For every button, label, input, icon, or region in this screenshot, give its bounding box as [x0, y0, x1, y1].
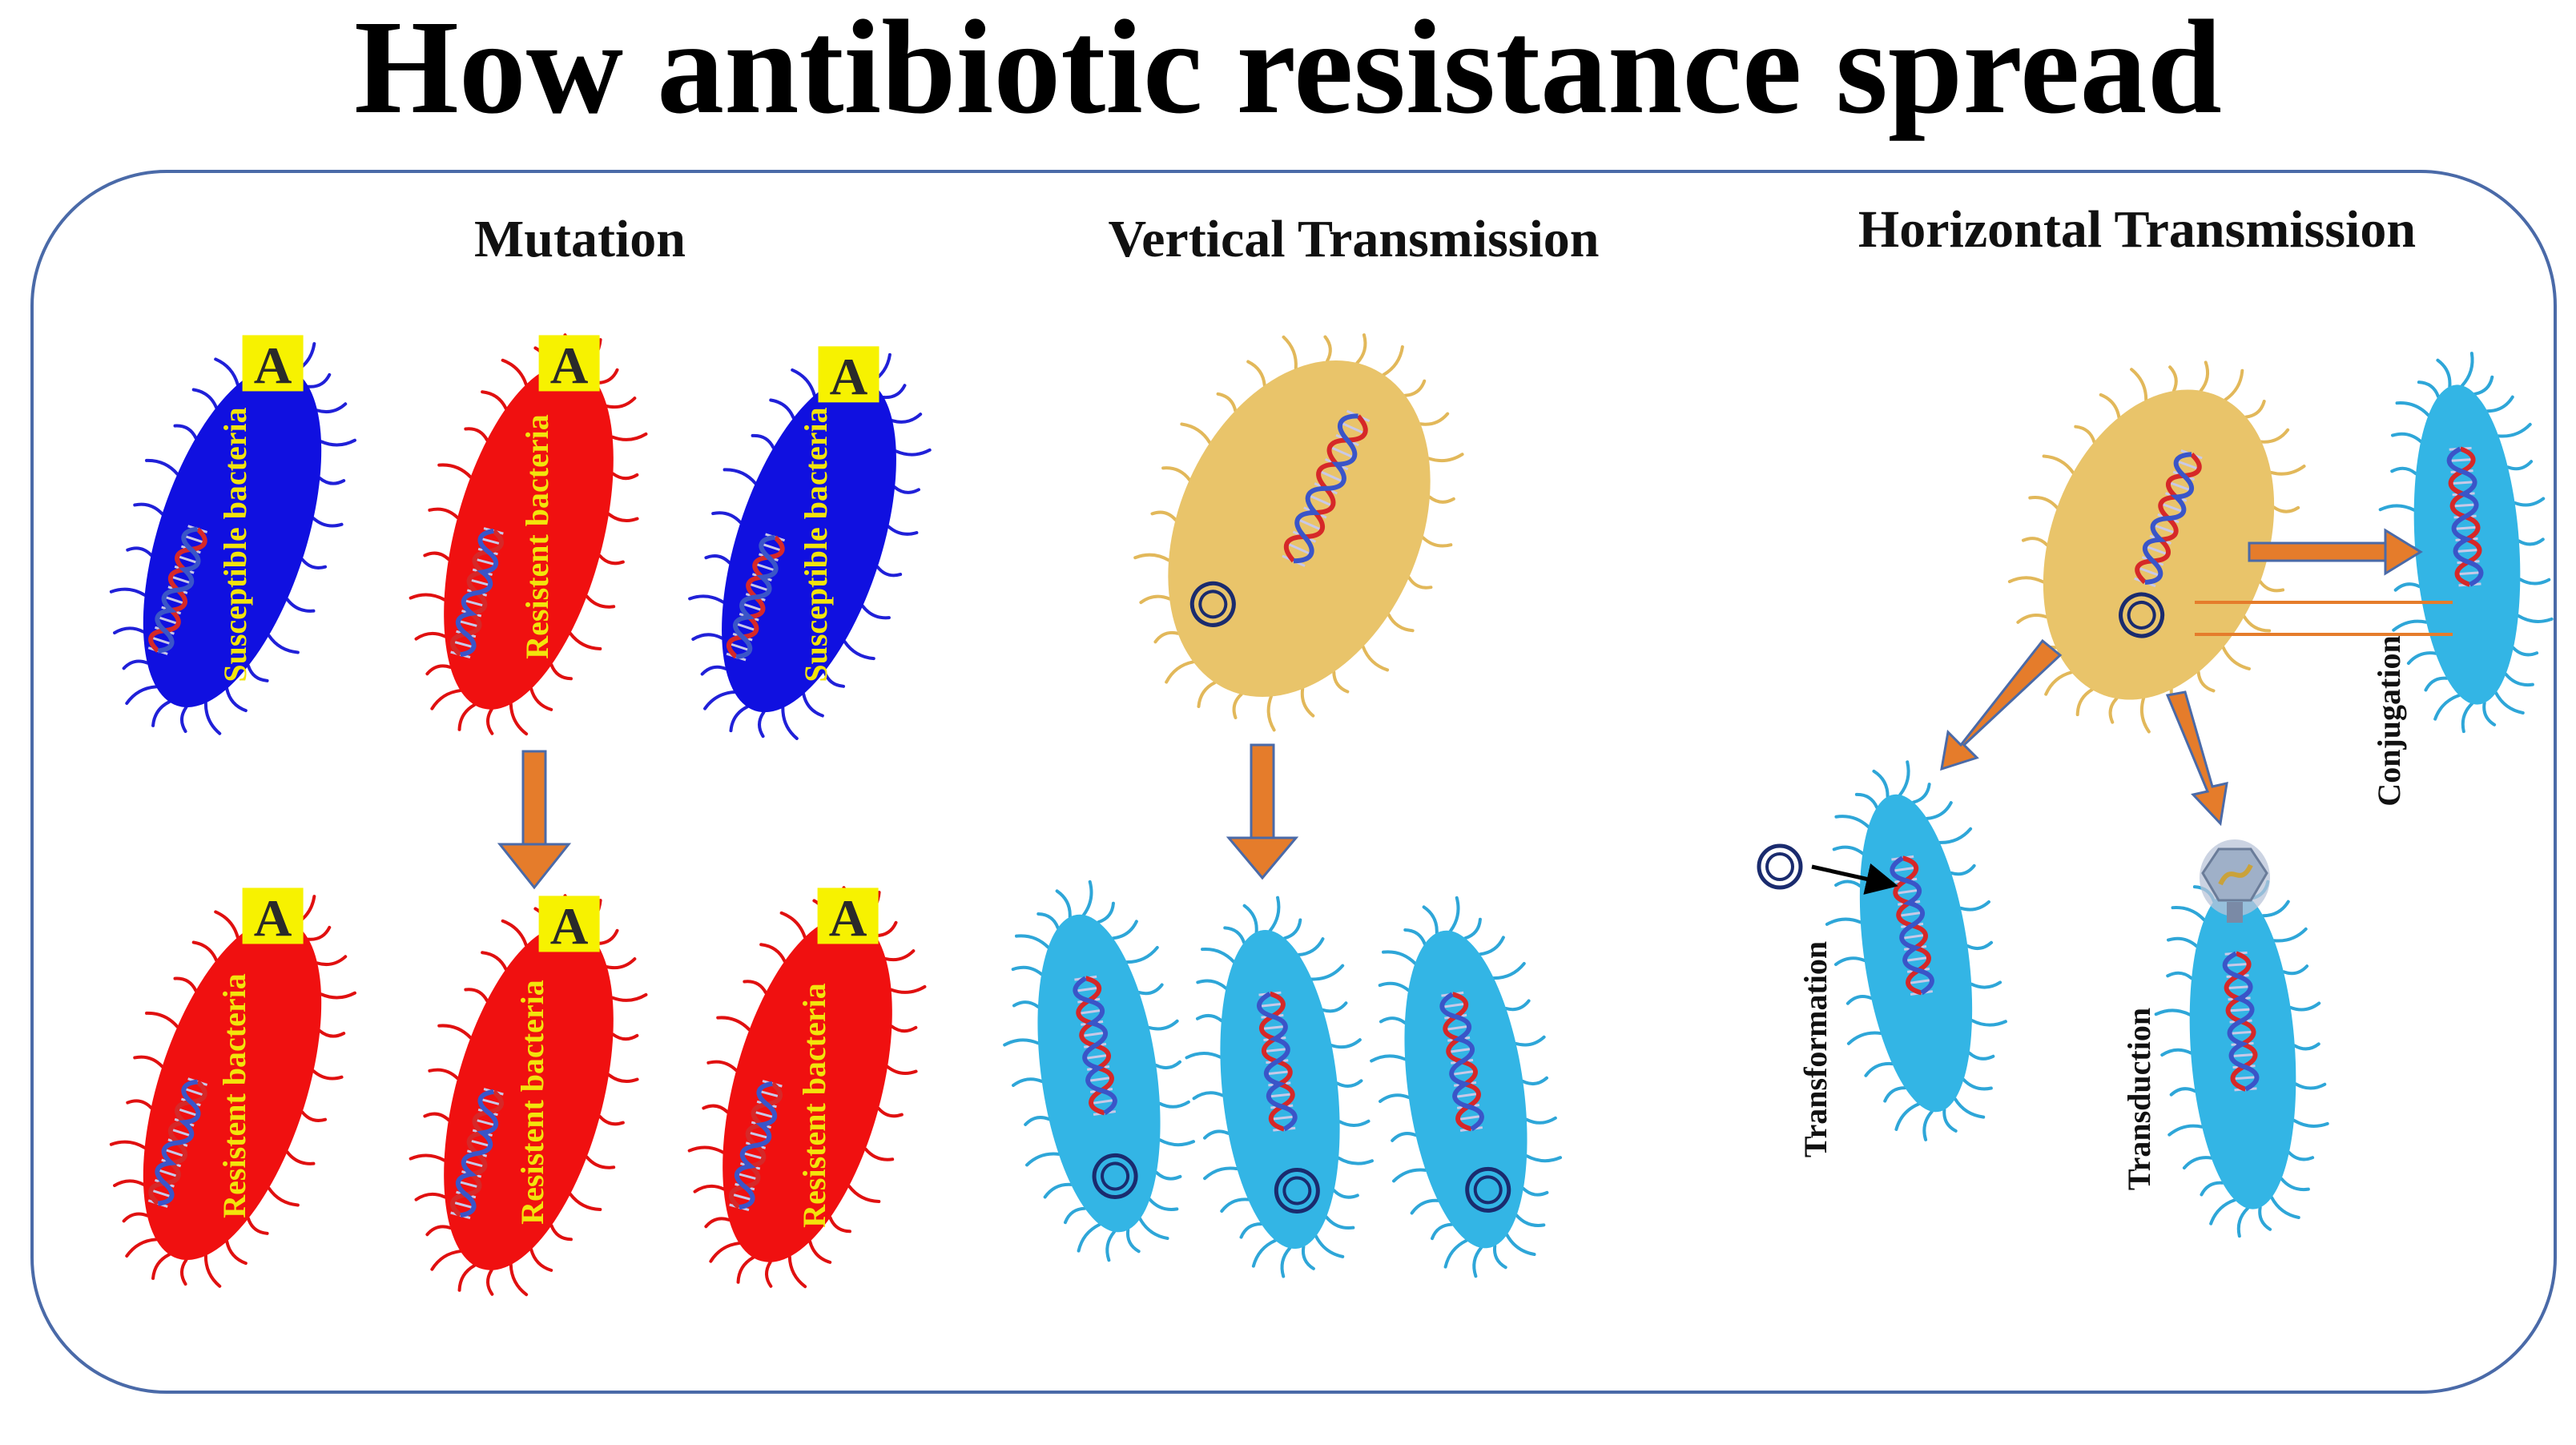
bacterium-resistant-1: A — [409, 333, 648, 736]
plasmid-icon — [1274, 1167, 1320, 1214]
diagram-frame — [30, 170, 2557, 1394]
bacterium-recipient-conjugation — [2378, 352, 2554, 734]
bacterium-daughter-3 — [1370, 896, 1563, 1278]
bacterium-resistant-3: A — [409, 894, 648, 1297]
antibiotic-badge-icon: A — [242, 335, 304, 395]
dna-helix-icon — [147, 1077, 208, 1208]
vertical-arrow — [1226, 743, 1299, 880]
uptake-arrow — [1811, 863, 1898, 895]
antibiotic-badge-icon: A — [538, 896, 600, 956]
bacterium-label: Susceptible bacteria — [217, 407, 253, 682]
svg-text:A: A — [550, 897, 589, 956]
dna-helix-icon — [2134, 449, 2203, 588]
transduction-arrow — [2165, 690, 2228, 827]
bacterium-label: Resistent bacteria — [519, 414, 555, 658]
bacterium-label: Resistent bacteria — [514, 980, 550, 1224]
dna-helix-icon — [147, 525, 208, 655]
svg-text:A: A — [550, 336, 589, 395]
bacteriophage-icon — [2200, 839, 2270, 923]
bacterium-daughter-2 — [1185, 896, 1374, 1278]
dna-helix-icon — [726, 533, 786, 662]
label-transduction: Transduction — [2121, 1008, 2157, 1190]
section-title-mutation: Mutation — [474, 210, 686, 268]
mutation-arrow — [497, 750, 572, 890]
page-title: How antibiotic resistance spread — [354, 0, 2222, 142]
dna-helix-icon — [1890, 855, 1934, 996]
plasmid-icon — [1189, 581, 1236, 627]
bacterium-label: Susceptible bacteria — [798, 407, 834, 682]
transformation-arrow — [1940, 638, 2063, 771]
dna-helix-icon — [1282, 409, 1371, 567]
dna-helix-icon — [1257, 991, 1298, 1132]
bacterium-recipient-transduction — [2154, 856, 2329, 1238]
plasmid-icon — [1465, 1166, 1511, 1213]
section-title-horizontal: Horizontal Transmission — [1858, 200, 2416, 259]
svg-text:A: A — [254, 889, 292, 948]
bacterium-susceptible-1: A — [109, 335, 356, 735]
label-transformation: Transformation — [1797, 941, 1833, 1157]
bacterium-recipient-transformation — [1825, 760, 2007, 1141]
bacterium-donor-horizontal — [2007, 360, 2306, 734]
conjugation-arrow — [2248, 528, 2423, 576]
svg-text:A: A — [830, 348, 868, 406]
bacterium-susceptible-2: A — [688, 346, 932, 740]
plasmid-icon — [2119, 592, 2165, 638]
dna-helix-icon — [2222, 951, 2260, 1092]
plasmid-icon — [1092, 1153, 1138, 1199]
antibiotic-badge-icon: A — [242, 888, 304, 948]
antibiotic-badge-icon: A — [538, 335, 600, 395]
svg-text:A: A — [254, 336, 292, 395]
bacterium-label: Resistent bacteria — [216, 973, 252, 1218]
bacterium-resistant-2: A — [109, 888, 356, 1288]
dna-helix-icon — [729, 1080, 783, 1211]
dna-helix-icon — [1073, 975, 1117, 1116]
antibiotic-badge-icon: A — [817, 888, 879, 948]
bacterium-resistant-4: A — [687, 886, 927, 1289]
bacterium-label: Resistent bacteria — [796, 983, 832, 1227]
free-plasmid-icon — [1757, 843, 1803, 890]
bacterium-donor-parent — [1133, 333, 1464, 732]
dna-helix-icon — [450, 1088, 504, 1219]
bacterium-daughter-1 — [1003, 879, 1196, 1262]
svg-text:A: A — [829, 889, 867, 948]
antibiotic-badge-icon: A — [818, 346, 879, 406]
dna-helix-icon — [1439, 991, 1484, 1132]
dna-helix-icon — [450, 527, 504, 658]
dna-helix-icon — [2446, 446, 2484, 587]
section-title-vertical: Vertical Transmission — [1109, 210, 1600, 268]
label-conjugation: Conjugation — [2371, 635, 2407, 806]
